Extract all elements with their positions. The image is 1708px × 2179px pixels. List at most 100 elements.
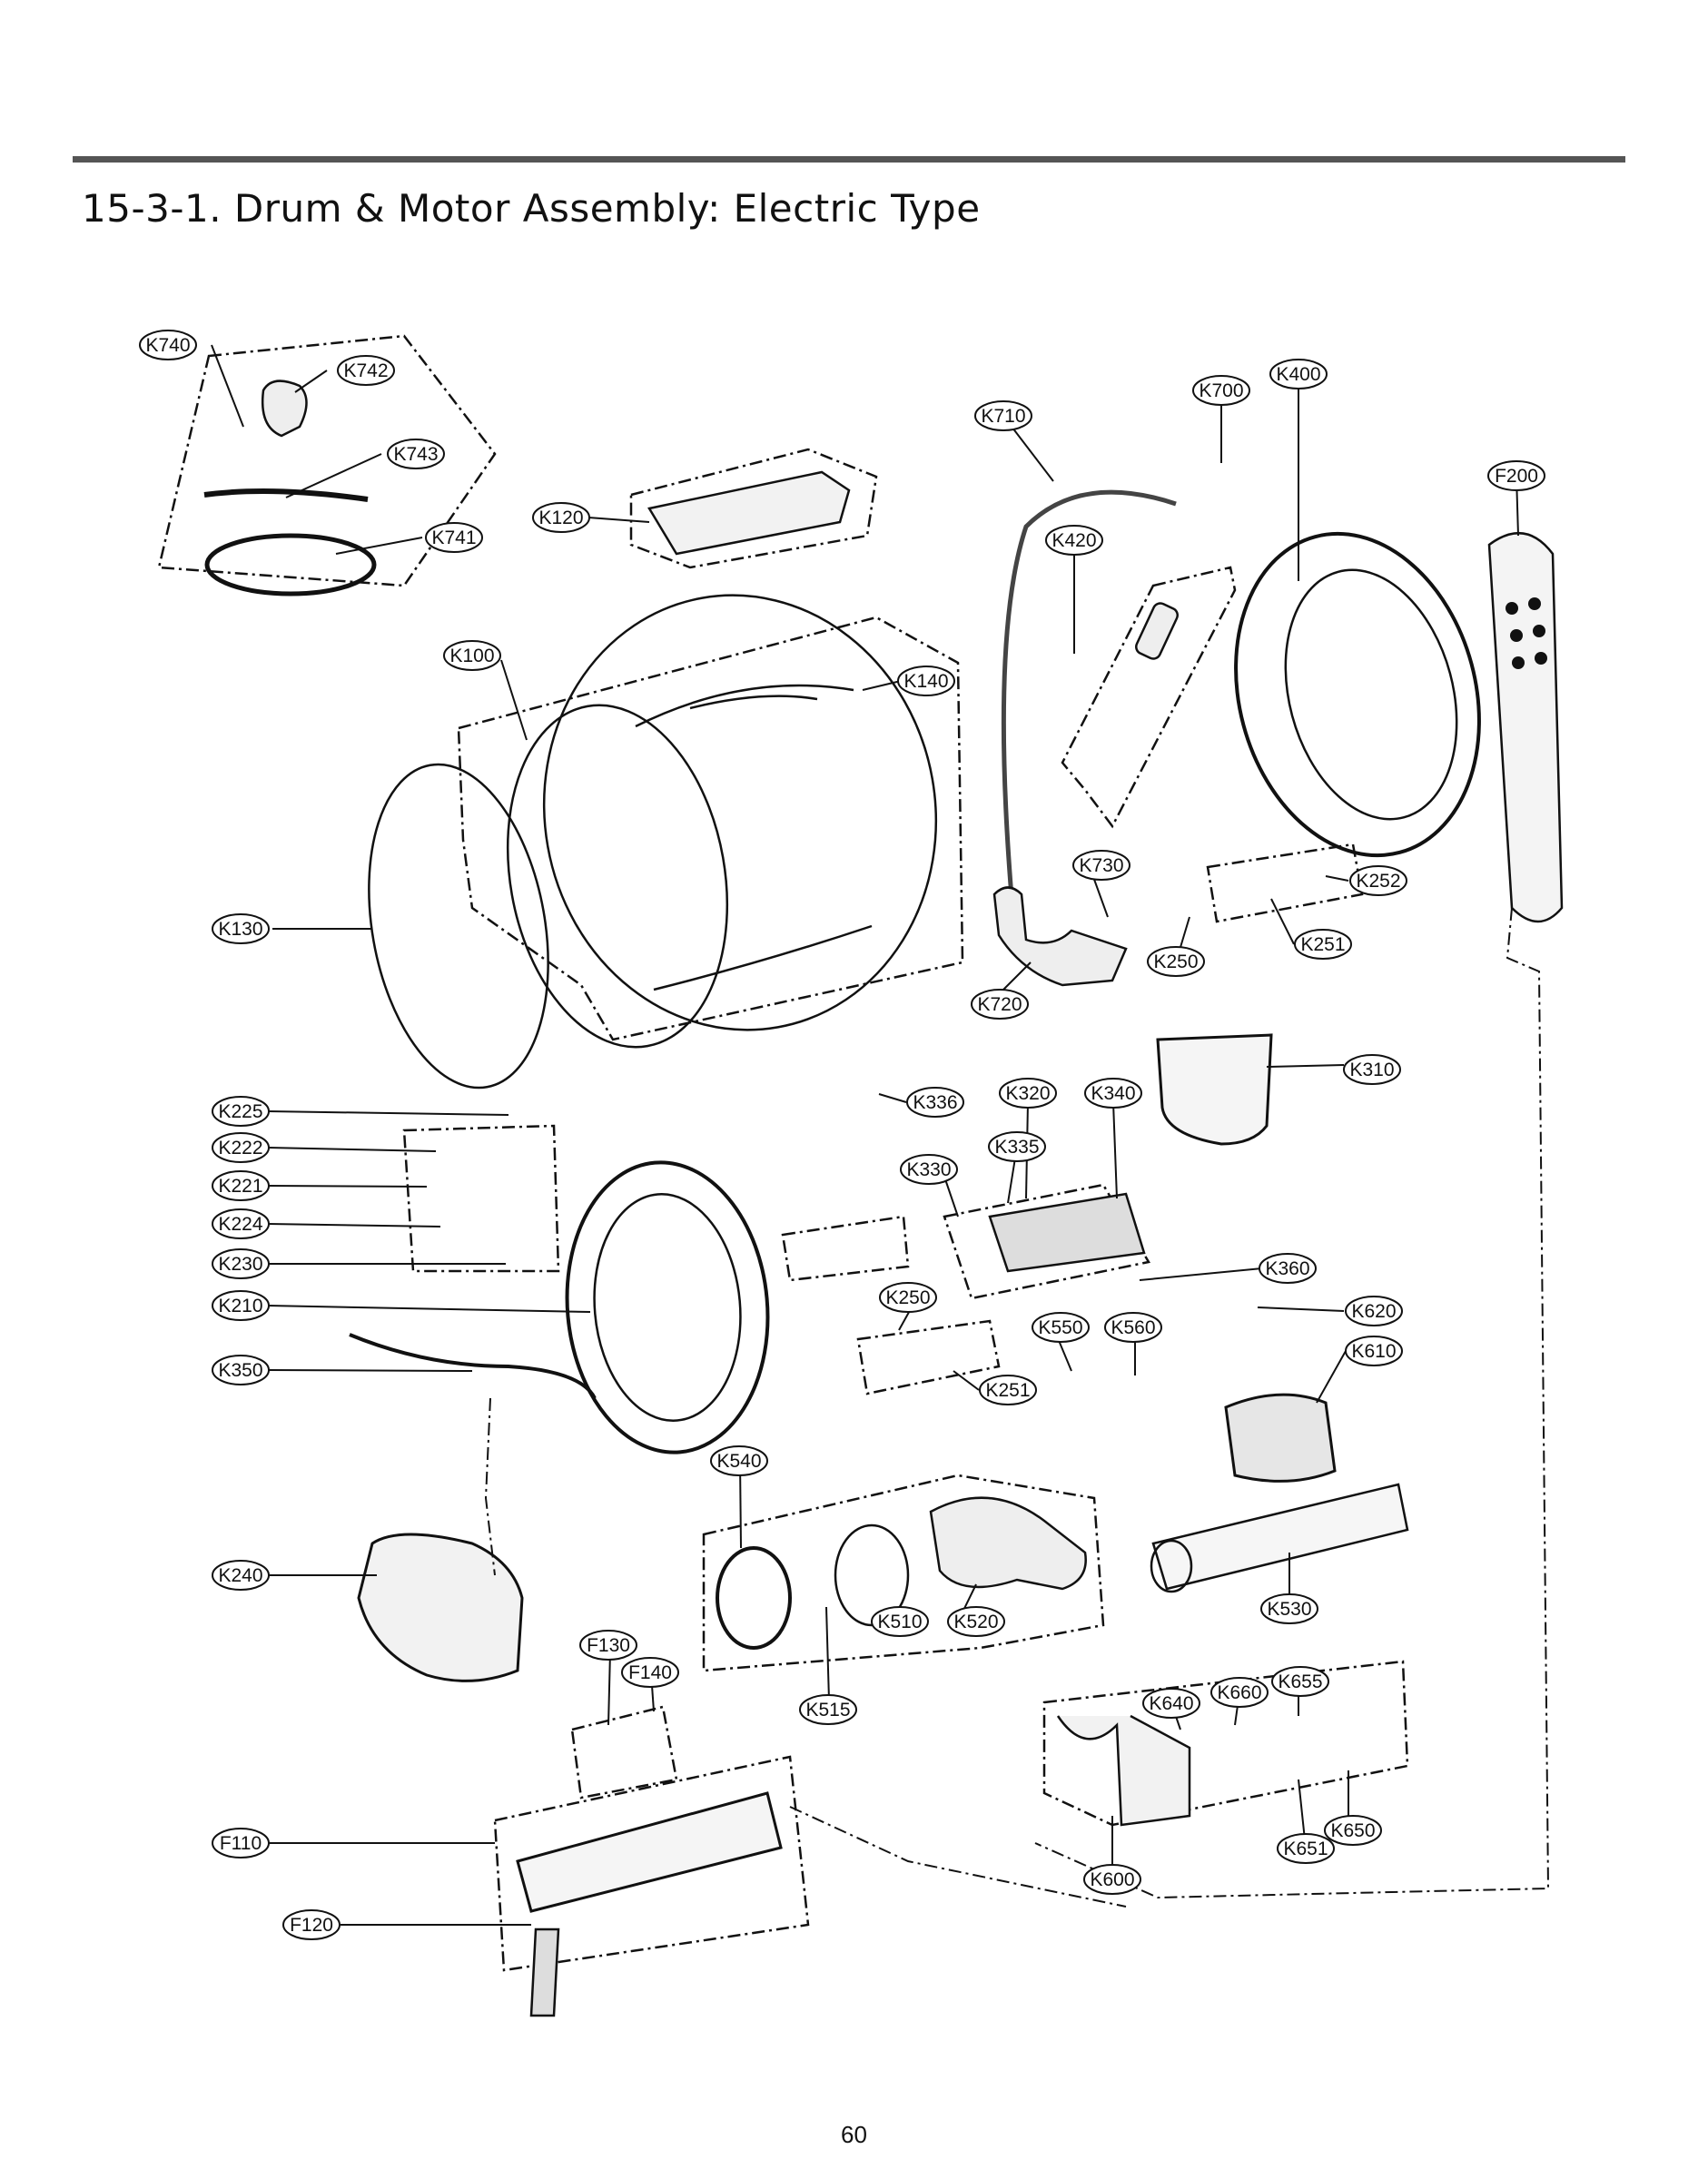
blower-group-outline xyxy=(702,1474,1105,1672)
callout-text: K225 xyxy=(218,1101,262,1122)
callout-bubble xyxy=(974,400,1032,431)
filter-housing-group-outline xyxy=(943,1183,1150,1300)
callout-k650: K650 xyxy=(1324,1815,1382,1846)
callout-text: K740 xyxy=(145,335,190,356)
callout-bubble xyxy=(1487,460,1545,491)
callout-k510: K510 xyxy=(871,1606,929,1637)
callout-bubble xyxy=(1259,1253,1317,1284)
callout-k610: K610 xyxy=(1345,1336,1403,1366)
callout-f130: F130 xyxy=(579,1630,637,1661)
callout-bubble xyxy=(1083,1864,1141,1895)
drum-ribs xyxy=(635,684,873,991)
callout-bubble xyxy=(337,355,395,386)
callout-text: K240 xyxy=(218,1565,262,1586)
front-bulkhead-k210 xyxy=(565,1160,770,1454)
duct-cover-group-outline xyxy=(629,448,878,569)
callout-bubble xyxy=(1084,1078,1142,1109)
callout-text: F120 xyxy=(290,1915,333,1936)
duct-cover-part xyxy=(647,470,851,556)
callout-text: K120 xyxy=(538,508,583,528)
callout-text: K650 xyxy=(1330,1820,1375,1841)
lamp-group-outline xyxy=(402,1124,560,1273)
lint-filter-k310 xyxy=(1156,1033,1273,1146)
callout-k530: K530 xyxy=(1260,1593,1318,1624)
callout-k550: K550 xyxy=(1032,1312,1090,1343)
callout-k330: K330 xyxy=(900,1154,958,1185)
callout-text: K540 xyxy=(716,1451,761,1472)
callout-bubble xyxy=(897,666,955,696)
drum-group-outline xyxy=(457,616,964,1041)
heater-duct-f200 xyxy=(1487,531,1564,923)
callout-f200: F200 xyxy=(1487,460,1545,491)
front-bulkhead-inner xyxy=(593,1193,742,1422)
callout-labels: K740K742K743K741K120K710K700K400F200K420… xyxy=(139,330,1545,1940)
callout-bubble xyxy=(988,1131,1046,1162)
callout-bubble xyxy=(212,1096,270,1127)
callout-k210: K210 xyxy=(212,1290,270,1321)
callout-bubble xyxy=(1260,1593,1318,1624)
callout-k100: K100 xyxy=(443,640,501,671)
callout-text: F130 xyxy=(587,1635,630,1656)
callout-text: K710 xyxy=(981,406,1025,427)
callout-bubble xyxy=(1345,1336,1403,1366)
callout-text: K743 xyxy=(393,444,438,465)
callout-bubble xyxy=(947,1606,1005,1637)
rear-bulkhead-k400 xyxy=(1234,531,1481,858)
routing-line-right xyxy=(1034,907,1550,1899)
callout-k420: K420 xyxy=(1045,525,1103,556)
callout-k250: K250 xyxy=(879,1282,937,1313)
callout-text: K560 xyxy=(1111,1317,1155,1338)
callout-text: K252 xyxy=(1356,871,1400,892)
callout-text: K350 xyxy=(218,1360,262,1381)
callout-text: K550 xyxy=(1038,1317,1082,1338)
callout-k700: K700 xyxy=(1192,375,1250,406)
callout-bubble xyxy=(579,1630,637,1661)
callout-bubble xyxy=(1072,850,1130,881)
callout-bubble xyxy=(971,989,1029,1020)
callout-bubble xyxy=(799,1694,857,1725)
callout-text: K140 xyxy=(903,671,948,692)
callout-text: K250 xyxy=(1153,951,1198,972)
callout-text: K360 xyxy=(1265,1258,1309,1279)
callout-bubble xyxy=(1142,1688,1200,1719)
callout-text: K610 xyxy=(1351,1341,1396,1362)
callout-k221: K221 xyxy=(212,1170,270,1201)
callout-bubble xyxy=(212,1560,270,1591)
motor-mount-group-outline xyxy=(1042,1660,1409,1827)
exhaust-duct-k530 xyxy=(1151,1483,1409,1591)
callout-text: K336 xyxy=(913,1092,957,1113)
motor-mount-k600 xyxy=(1056,1714,1191,1827)
hose-kit-group-outline xyxy=(157,334,497,587)
drum-front-rim xyxy=(506,704,729,1049)
callout-bubble xyxy=(212,913,270,944)
callout-k335: K335 xyxy=(988,1131,1046,1162)
callout-bubble xyxy=(282,1909,341,1940)
callout-k515: K515 xyxy=(799,1694,857,1725)
callout-k252: K252 xyxy=(1349,865,1407,896)
callout-text: K640 xyxy=(1149,1693,1193,1714)
callout-text: K515 xyxy=(805,1700,850,1721)
callout-bubble xyxy=(532,502,590,533)
callout-bubble xyxy=(1271,1666,1329,1697)
callout-text: K340 xyxy=(1091,1083,1135,1104)
inlet-valve-part xyxy=(992,886,1128,987)
callout-k225: K225 xyxy=(212,1096,270,1127)
steam-valve-group-outline xyxy=(1061,566,1237,829)
callout-k350: K350 xyxy=(212,1355,270,1385)
callout-k600: K600 xyxy=(1083,1864,1141,1895)
callout-f120: F120 xyxy=(282,1909,341,1940)
heater-housing-group-outline xyxy=(493,1755,810,1972)
routing-line-mid xyxy=(484,1397,496,1576)
callout-text: K600 xyxy=(1090,1869,1134,1890)
callout-k340: K340 xyxy=(1084,1078,1142,1109)
callout-bubble xyxy=(1032,1312,1090,1343)
callout-bubble xyxy=(212,1170,270,1201)
callout-bubble xyxy=(1104,1312,1162,1343)
callout-k741: K741 xyxy=(425,522,483,553)
blower-housing-k520 xyxy=(929,1496,1087,1591)
rear-bulkhead-inner xyxy=(1284,568,1458,821)
f200-perforation-pattern xyxy=(1506,597,1547,669)
callout-text: K250 xyxy=(885,1287,930,1308)
callout-bubble xyxy=(1349,865,1407,896)
